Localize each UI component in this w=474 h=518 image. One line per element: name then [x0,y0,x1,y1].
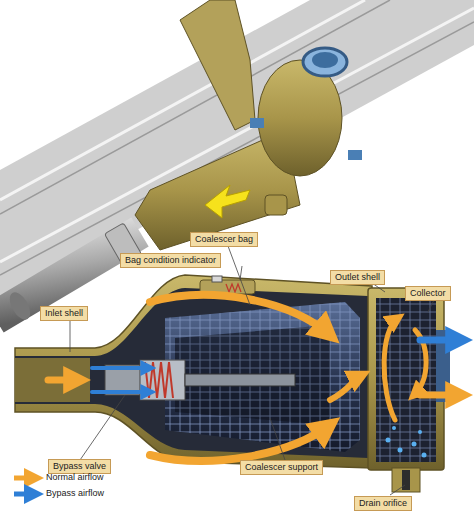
normal-airflow [150,425,330,461]
outlet-port [312,52,338,68]
leader-line [70,320,71,352]
part-label: Inlet shell [40,306,88,321]
bypass-airflow [92,390,150,394]
normal-airflow [420,392,462,399]
inlet-bore [15,358,90,402]
legend-entry: Bypass airflow [46,488,104,499]
installed-view [0,0,474,323]
duct-opening [6,289,35,323]
legend-entry: Normal airflow [46,472,104,483]
normal-airflow [150,295,330,335]
bypass-airflow [420,337,462,344]
part-label: Outlet shell [330,270,385,285]
part-label: Collector [405,286,451,301]
leader-line [428,300,434,312]
leader-line [228,246,250,305]
part-label: Bag condition indicator [120,253,221,268]
drain-hole [402,470,410,490]
leader-lines [70,246,434,495]
collector [376,298,436,462]
flow-arrow [205,185,250,218]
droplet [422,453,427,458]
part-label: Coalescer bag [190,232,258,247]
part-label: Drain orifice [354,496,412,511]
housing-shell [15,275,372,468]
normal-airflow [384,318,398,420]
support-mesh [175,325,330,425]
coalescer-support [175,325,330,425]
leader-line [80,395,125,460]
surface-line [0,0,365,200]
water-droplets [386,426,427,458]
droplet [398,448,403,453]
droplet [386,438,391,443]
legend-text: Normal airflow [46,472,104,482]
cutaway-view [14,246,462,495]
normal-airflow [330,375,362,400]
sensor-port [348,150,362,160]
normal-airflow [48,377,80,384]
droplet [412,442,417,447]
droplet [392,426,396,430]
leader-line [270,418,285,460]
bypass-airflow [92,366,150,370]
legend-text: Bypass airflow [46,488,104,498]
sensor-port [250,118,264,128]
coalescer-mesh [165,302,360,452]
outlet-dome [258,60,342,176]
outlet-ring [303,48,347,76]
droplet [418,430,422,434]
part-label: Bypass valve [48,459,111,474]
indicator-spring [226,284,241,292]
drain-orifice [392,468,420,492]
outlet-shell [368,288,444,470]
leader-line [390,485,405,495]
mounting-bracket [180,0,255,130]
airflow-arrows [48,295,462,461]
part-label: Coalescer support [240,460,323,475]
indicator-cap [212,276,222,282]
center-rod [185,374,295,386]
collector-mesh [376,298,436,462]
legend-sample [14,476,36,481]
drain-fitting [265,195,287,215]
leader-line [240,266,242,280]
coalescer-bag [165,302,360,452]
legend-sample [14,492,36,497]
